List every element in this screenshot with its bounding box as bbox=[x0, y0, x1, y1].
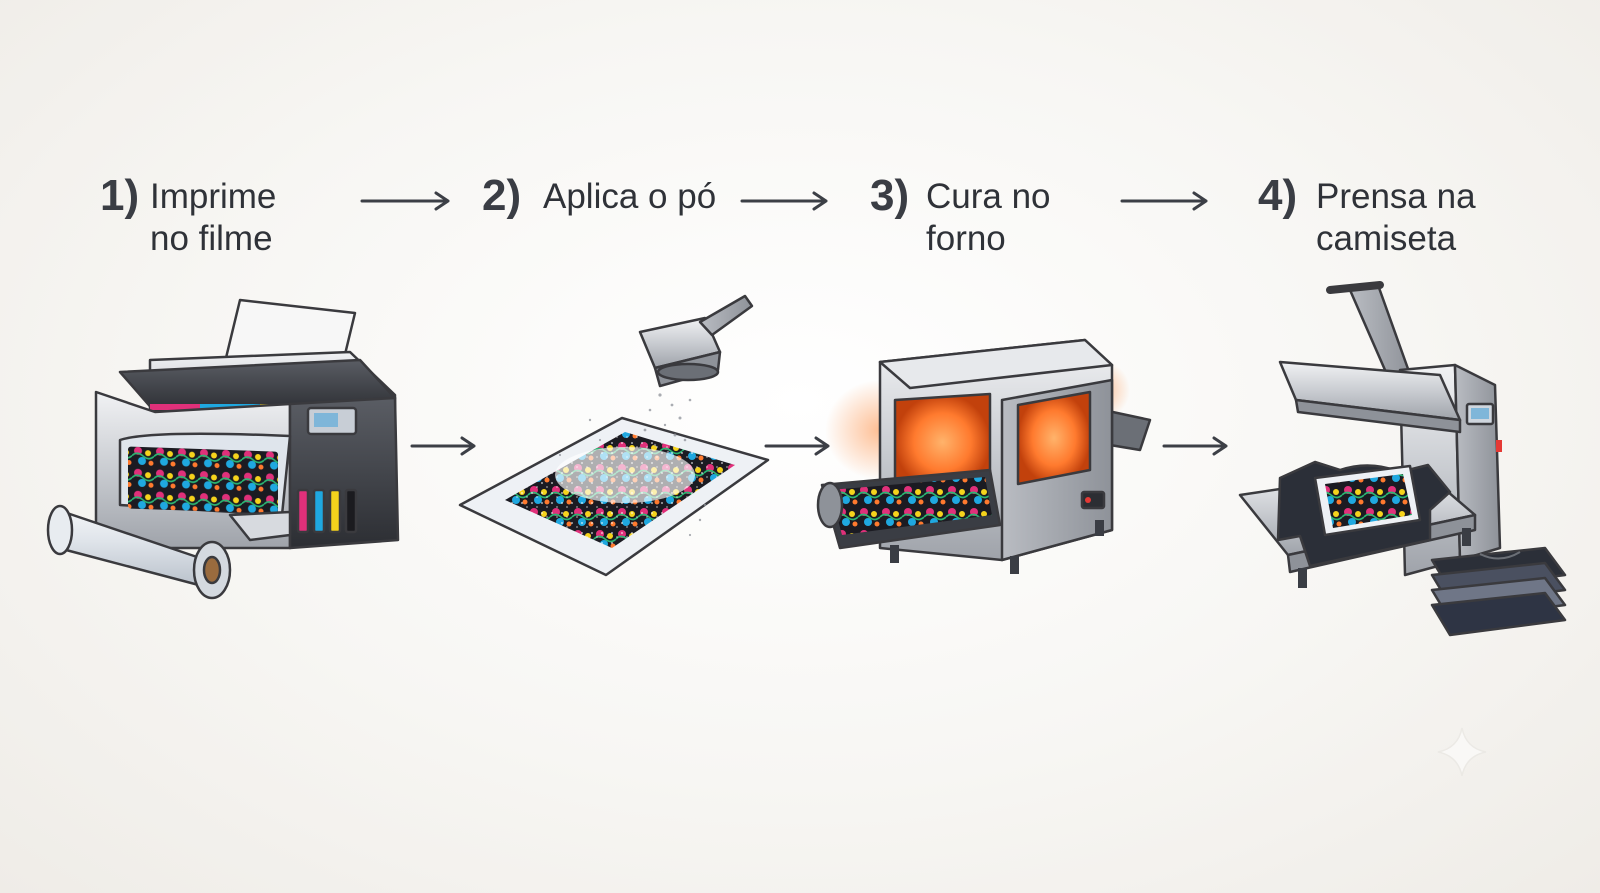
step-number: 4) bbox=[1258, 171, 1297, 220]
step-text-line1: Aplica o pó bbox=[543, 177, 716, 216]
step-text-line1: Cura no bbox=[926, 177, 1051, 216]
step-text-line1: Imprime bbox=[150, 177, 276, 216]
sparkle-icon bbox=[1437, 727, 1487, 777]
step-label-2: 2) Aplica o pó bbox=[482, 171, 716, 220]
step-text-line2: camiseta bbox=[1316, 219, 1457, 258]
oven-icon bbox=[816, 338, 1152, 574]
arrow-2-3-middle bbox=[764, 436, 830, 456]
powder-applicator-icon bbox=[458, 294, 770, 577]
step-text-line2: forno bbox=[926, 219, 1006, 258]
step-number: 2) bbox=[482, 171, 521, 220]
arrow-2-3-top bbox=[740, 191, 828, 211]
heat-press-icon bbox=[1238, 281, 1567, 637]
step-number: 1) bbox=[100, 171, 139, 220]
arrow-3-4-middle bbox=[1162, 436, 1228, 456]
step-number: 3) bbox=[870, 171, 909, 220]
arrow-1-2-middle bbox=[410, 436, 476, 456]
arrow-3-4-top bbox=[1120, 191, 1208, 211]
printer-icon bbox=[46, 298, 400, 600]
step-text-line2: no filme bbox=[150, 219, 273, 258]
arrow-1-2-top bbox=[360, 191, 450, 211]
step-text-line1: Prensa na bbox=[1316, 177, 1476, 216]
